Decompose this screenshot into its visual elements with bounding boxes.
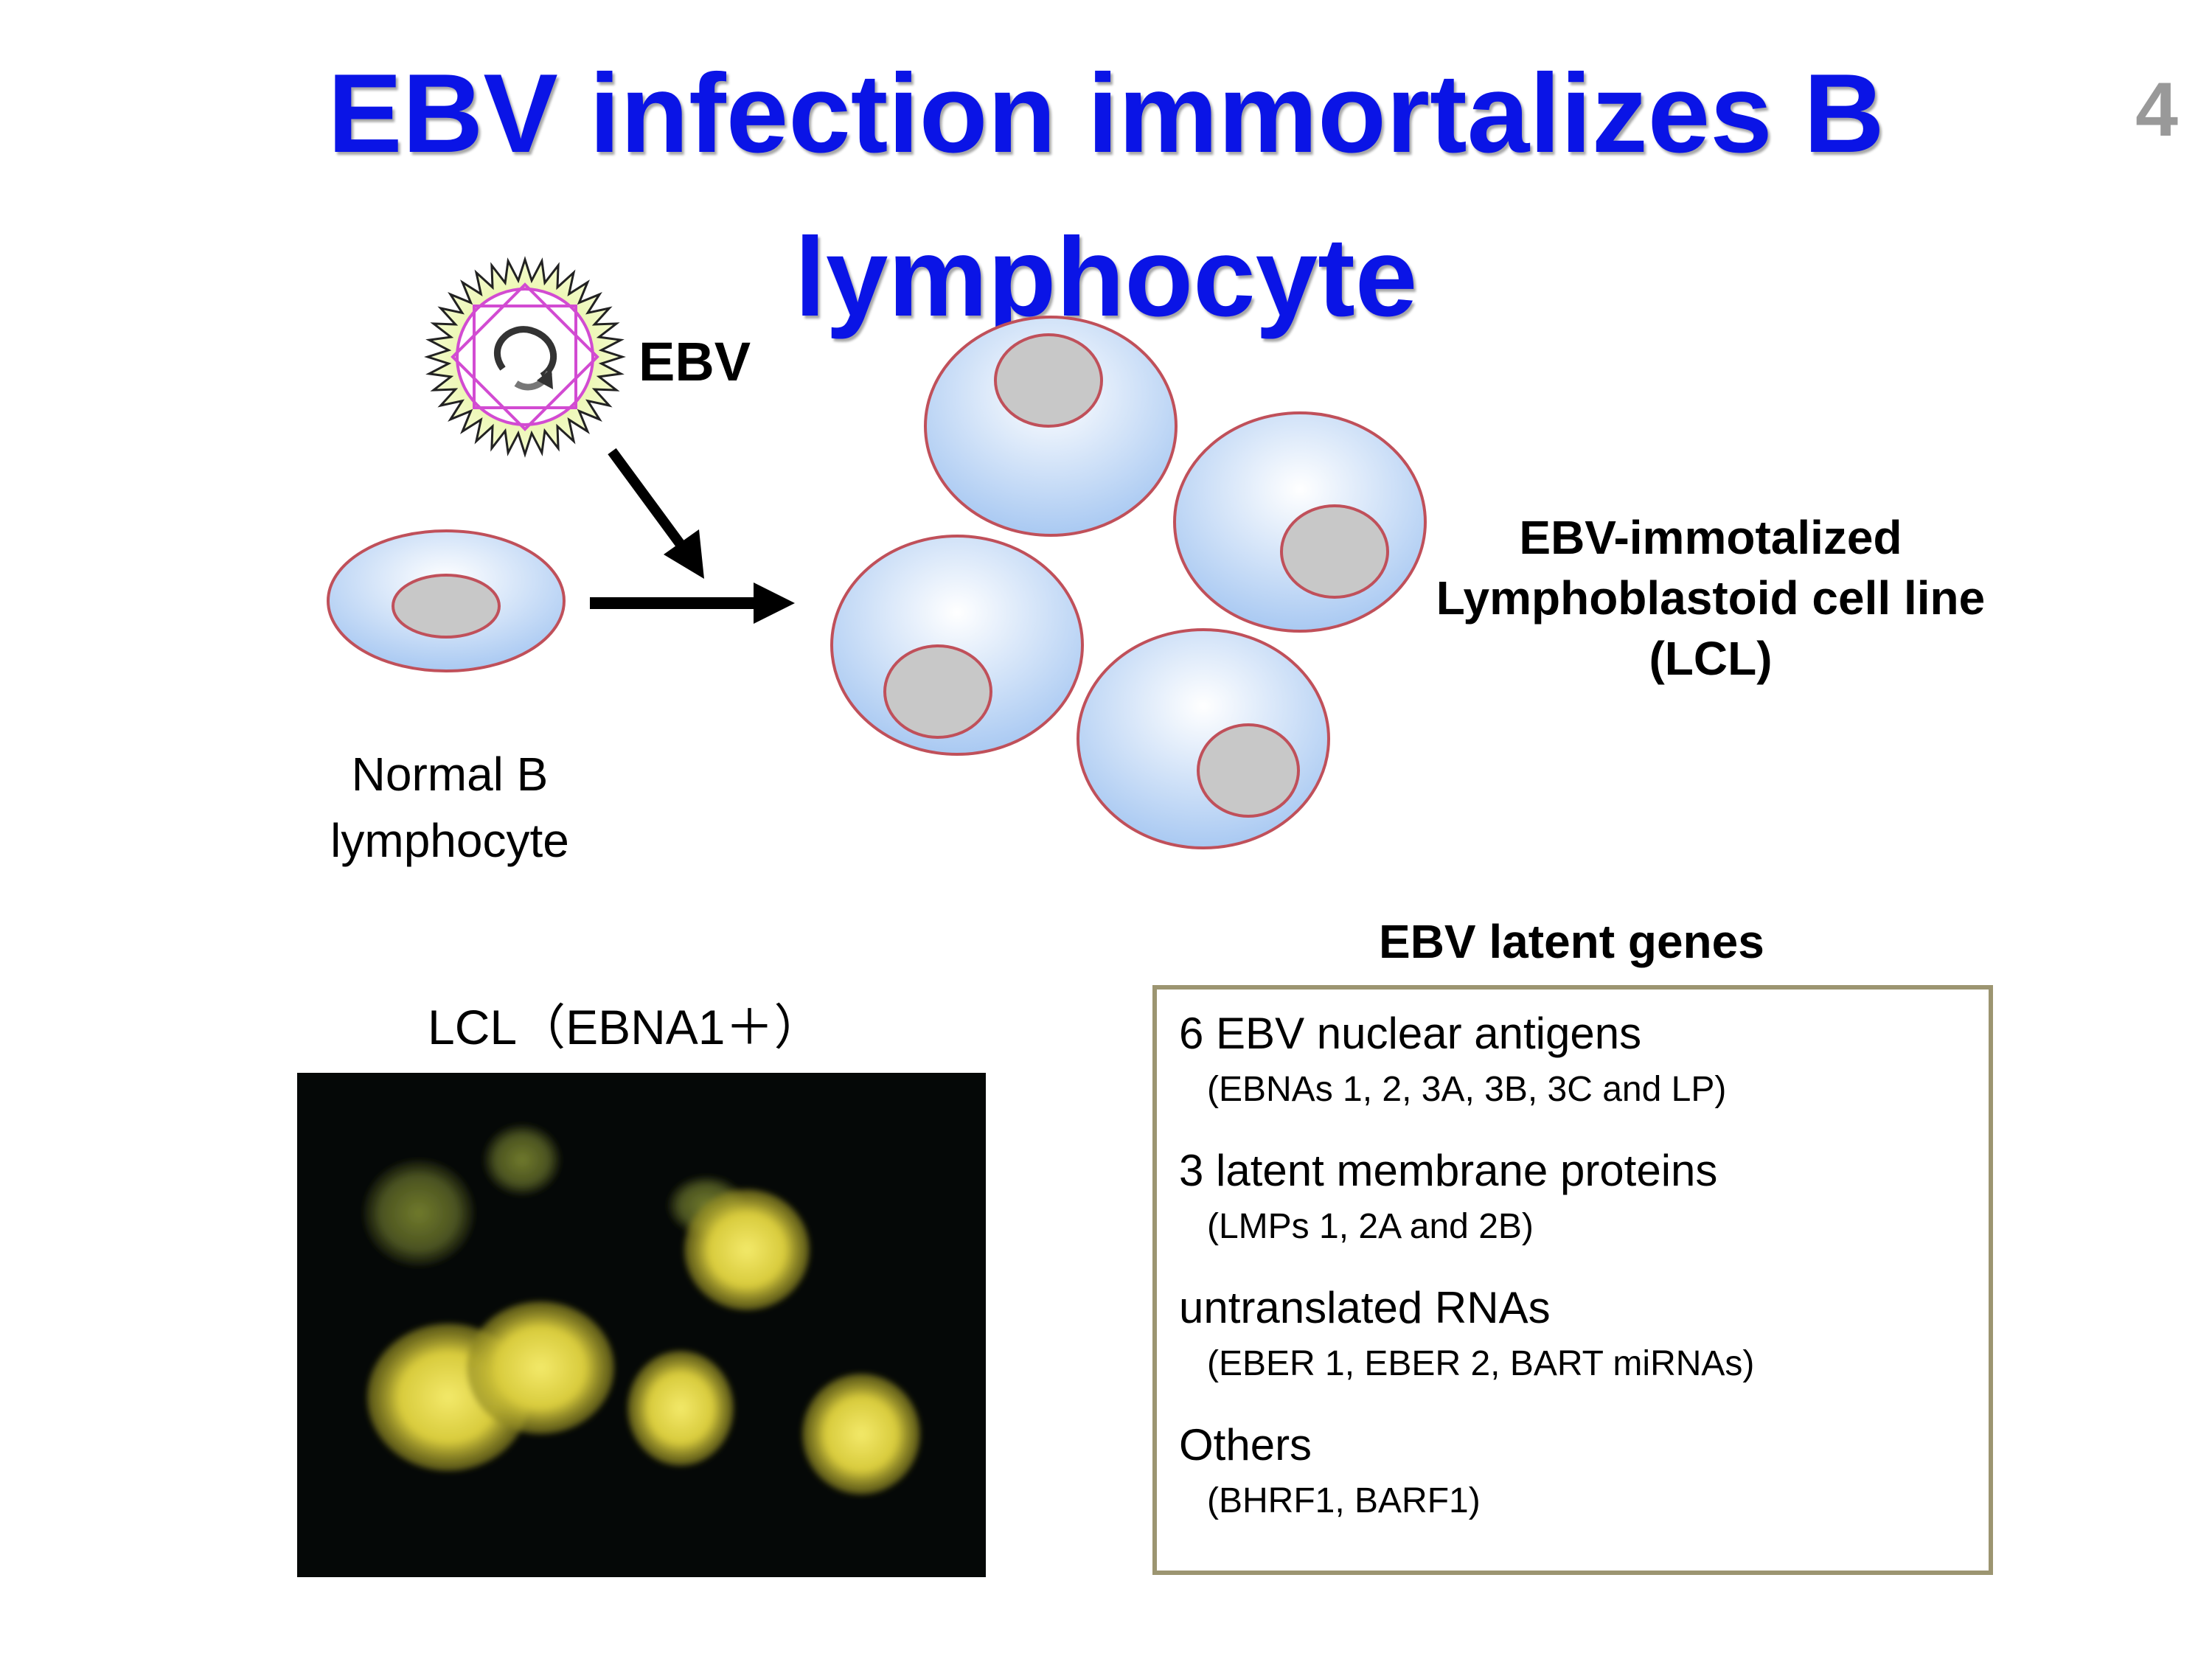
lcl-label: EBV-immotalized Lymphoblastoid cell line… bbox=[1416, 507, 2006, 689]
capsid-square-b bbox=[473, 305, 577, 409]
micrograph-caption: LCL（EBNA1＋） bbox=[428, 1000, 823, 1054]
lcl-label-line-1: EBV-immotalized bbox=[1519, 511, 1902, 564]
lcl-cell-4 bbox=[1077, 628, 1330, 849]
gene-group-title: 3 latent membrane proteins bbox=[1179, 1146, 1718, 1195]
normal-b-cell-label: Normal B lymphocyte bbox=[280, 741, 619, 874]
gene-group-detail: (EBNAs 1, 2, 3A, 3B, 3C and LP) bbox=[1207, 1070, 1727, 1109]
micrograph-image bbox=[364, 1124, 920, 1495]
infection-arrow-icon bbox=[608, 448, 704, 579]
normal-b-cell bbox=[327, 529, 566, 672]
gene-group-detail: (EBER 1, EBER 2, BART miRNAs) bbox=[1207, 1344, 1755, 1383]
gene-group-title: 6 EBV nuclear antigens bbox=[1179, 1009, 1642, 1058]
normal-b-cell-label-line-1: Normal B bbox=[351, 748, 549, 801]
lcl-label-line-3: (LCL) bbox=[1649, 632, 1773, 685]
ebv-label: EBV bbox=[639, 331, 751, 392]
immortalization-diagram bbox=[327, 256, 1427, 849]
slide-title-line-2: lymphocyte bbox=[794, 215, 1418, 340]
lcl-cell-2 bbox=[1173, 411, 1427, 633]
gene-group-rna: untranslated RNAs (EBER 1, EBER 2, BART … bbox=[1179, 1279, 1966, 1391]
gene-group-others: Others (BHRF1, BARF1) bbox=[1179, 1416, 1966, 1528]
gene-group-title: Others bbox=[1179, 1420, 1312, 1470]
normal-b-cell-label-line-2: lymphocyte bbox=[330, 814, 569, 867]
lcl-fluorescence-micrograph bbox=[297, 1073, 986, 1577]
gene-group-detail: (BHRF1, BARF1) bbox=[1207, 1481, 1481, 1520]
lcl-label-line-2: Lymphoblastoid cell line bbox=[1436, 571, 1986, 625]
ebv-virion-icon bbox=[424, 256, 626, 458]
gene-group-detail: (LMPs 1, 2A and 2B) bbox=[1207, 1207, 1534, 1246]
viral-genome-icon bbox=[494, 326, 557, 379]
latent-genes-box: 6 EBV nuclear antigens (EBNAs 1, 2, 3A, … bbox=[1152, 985, 1993, 1575]
lcl-cell-3 bbox=[830, 535, 1084, 756]
capsid-square-a bbox=[451, 282, 599, 431]
normal-cell-nucleus bbox=[392, 574, 501, 639]
gene-group-ebna: 6 EBV nuclear antigens (EBNAs 1, 2, 3A, … bbox=[1179, 1004, 1966, 1116]
transformation-arrow-icon bbox=[590, 582, 795, 624]
gene-group-title: untranslated RNAs bbox=[1179, 1283, 1551, 1332]
slide-title-line-1: EBV infection immortalizes B bbox=[327, 51, 1885, 176]
lcl-cell-1 bbox=[924, 316, 1178, 537]
gene-group-lmp: 3 latent membrane proteins (LMPs 1, 2A a… bbox=[1179, 1141, 1966, 1253]
latent-genes-heading: EBV latent genes bbox=[1379, 915, 1764, 968]
slide-number: 4 bbox=[2135, 67, 2178, 153]
